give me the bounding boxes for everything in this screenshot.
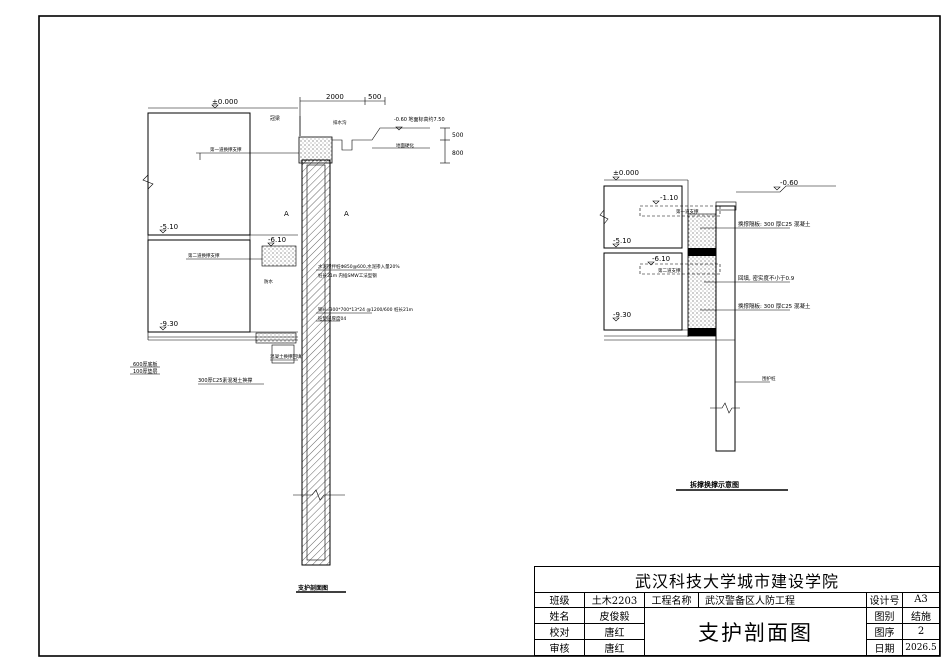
dim-500: 500	[368, 93, 381, 101]
check-label: 校对	[535, 624, 585, 640]
label-600-base: 600厚底板	[133, 361, 158, 368]
label-waterproof: 防水	[264, 278, 273, 285]
axis-a-right: A	[344, 210, 349, 218]
label-slab-thickness: 砼垫层厚度04	[318, 315, 346, 322]
detail-elev-m610: -6.10	[652, 255, 670, 263]
label-pile-spec-1: 水泥搅拌桩Φ850@600,水泥掺入量20%	[318, 263, 400, 270]
detail-label-second-strut: 第二道支撑	[658, 267, 681, 274]
review-label: 审核	[535, 640, 585, 655]
detail-label-c25-top: 换撑隔板: 300 厚C25 混凝土	[738, 220, 811, 228]
order-value: 2	[903, 624, 939, 640]
design-no-label: 设计号	[867, 592, 903, 608]
drawing-title: 支护剖面图	[645, 608, 867, 655]
detail-elev-m510: -5.10	[613, 237, 631, 245]
review-value: 唐红	[585, 640, 645, 655]
category-label: 图别	[867, 608, 903, 624]
label-100-cushion: 100厚垫层	[133, 368, 158, 375]
dim-500-vertical: 500	[452, 132, 464, 139]
support-section-view	[130, 97, 450, 566]
project-value: 武汉警备区人防工程	[699, 592, 867, 608]
label-second-slab: 第二道换撑支撑	[188, 252, 220, 259]
category-value: 结施	[903, 608, 939, 624]
axis-a-left: A	[284, 210, 289, 218]
school-name: 武汉科技大学城市建设学院	[535, 567, 939, 593]
design-no-value: A3	[903, 592, 939, 608]
strut-replacement-detail	[599, 176, 836, 452]
class-label: 班级	[535, 592, 585, 608]
detail-elev-m060: -0.60	[780, 179, 798, 187]
label-ground: 地面硬化	[396, 142, 414, 149]
label-steel-spec: 钢H=300*700*13*24 @1200/600 桩长21m	[318, 306, 413, 313]
elev-m930: -9.30	[160, 320, 178, 328]
detail-label-pile: 围护桩	[762, 375, 776, 382]
label-300-c25: 300厚C25素混凝土换撑	[198, 377, 252, 384]
elev-m060-left: -0.60 地面标高约7.50	[394, 116, 445, 123]
label-first-slab: 第一道换撑支撑	[210, 146, 242, 153]
caption-strut-replacement: 拆撑换撑示意图	[690, 480, 739, 489]
detail-label-fill: 回填, 密实度不小于0.9	[738, 274, 795, 282]
sheet-border	[38, 15, 941, 657]
detail-label-c25-bottom: 换撑隔板: 300 厚C25 混凝土	[738, 302, 811, 310]
detail-elev-m110: -1.10	[660, 194, 678, 202]
name-value: 皮俊毅	[585, 608, 645, 624]
caption-support-section: 支护剖面图	[297, 584, 328, 592]
date-value: 2026.5	[905, 642, 937, 653]
date-label: 日期	[867, 640, 903, 655]
title-block: 武汉科技大学城市建设学院 班级 土木2203 工程名称 武汉警备区人防工程 设计…	[534, 566, 940, 656]
elev-0000: ±0.000	[212, 98, 238, 106]
detail-elev-0000: ±0.000	[613, 169, 639, 177]
name-label: 姓名	[535, 608, 585, 624]
label-pile-spec-2: 桩长21m 内插SMW工法型钢	[318, 272, 377, 279]
class-value: 土木2203	[585, 592, 645, 608]
dim-2000: 2000	[326, 93, 344, 101]
label-drain: 排水沟	[333, 119, 347, 126]
dim-800-vertical: 800	[452, 150, 464, 157]
project-label: 工程名称	[645, 592, 699, 608]
detail-elev-m930: -9.30	[613, 311, 631, 319]
elev-m510: -5.10	[160, 223, 178, 231]
detail-label-first-strut: 第一道支撑	[676, 208, 699, 215]
label-fill: 混凝土换撑回填	[270, 353, 302, 360]
order-label: 图序	[867, 624, 903, 640]
check-value: 唐红	[585, 624, 645, 640]
label-crown-beam: 冠梁	[270, 115, 280, 122]
elev-m610: -6.10	[268, 236, 286, 244]
